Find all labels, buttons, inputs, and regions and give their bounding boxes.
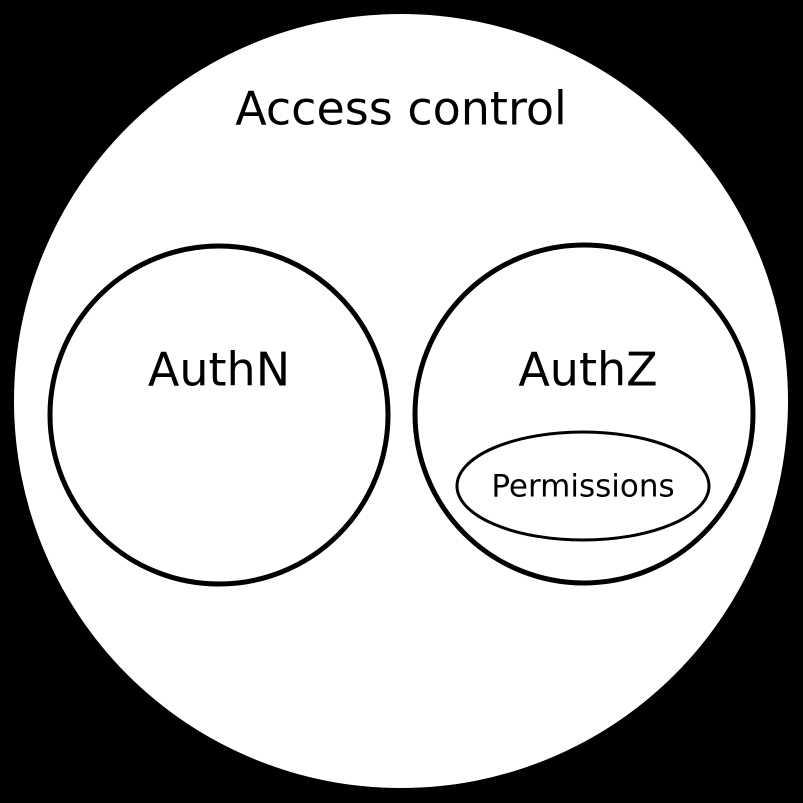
authn-label: AuthN (148, 343, 290, 397)
set-permissions[interactable]: Permissions (455, 430, 711, 542)
authn-circle[interactable] (47, 243, 391, 587)
set-authn[interactable]: AuthN (47, 243, 391, 587)
authz-label: AuthZ (518, 343, 657, 397)
permissions-label: Permissions (491, 469, 674, 505)
access-control-label: Access control (235, 82, 567, 136)
access-control-circle[interactable] (14, 14, 788, 788)
set-access-control[interactable]: Access control (14, 14, 788, 788)
permissions-ellipse[interactable] (455, 430, 711, 542)
